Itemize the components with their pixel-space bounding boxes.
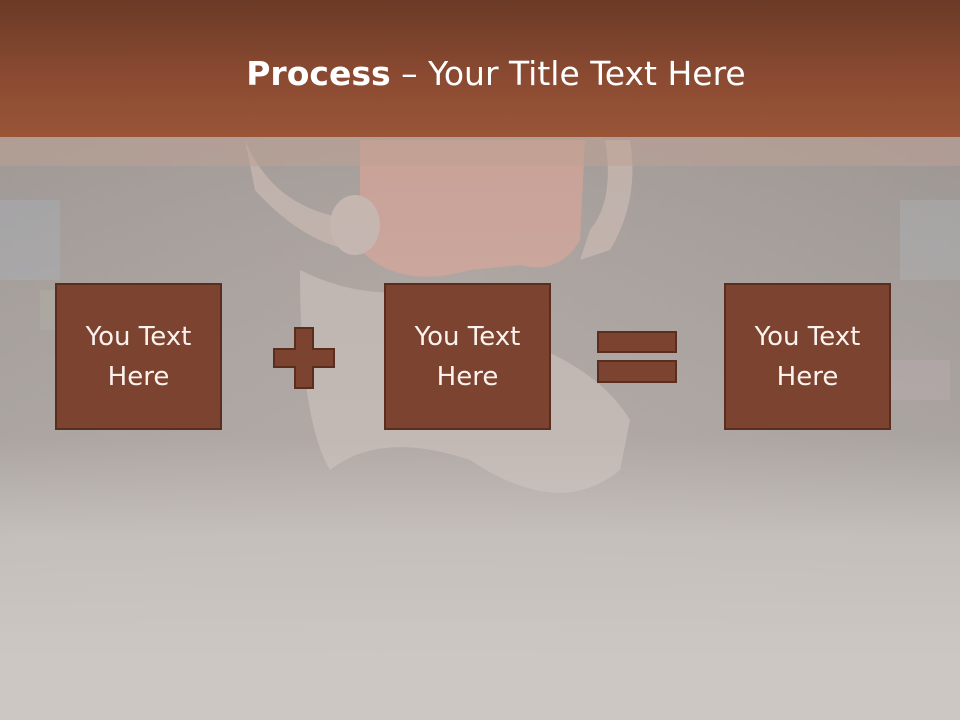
process-box-1-label: You Text Here: [85, 321, 192, 392]
process-box-2: You Text Here: [384, 283, 551, 430]
process-box-3-label: You Text Here: [754, 321, 861, 392]
title-band: [0, 0, 960, 137]
equals-icon: [597, 331, 677, 383]
title-dash: –: [390, 54, 429, 93]
title-strip: [0, 137, 960, 166]
process-box-3: You Text Here: [724, 283, 891, 430]
process-box-1: You Text Here: [55, 283, 222, 430]
plus-icon: [273, 327, 335, 389]
process-box-2-label: You Text Here: [414, 321, 521, 392]
title-bold: Process: [246, 54, 391, 93]
title-rest: Your Title Text Here: [428, 54, 746, 93]
slide-title: Process – Your Title Text Here: [0, 52, 960, 96]
